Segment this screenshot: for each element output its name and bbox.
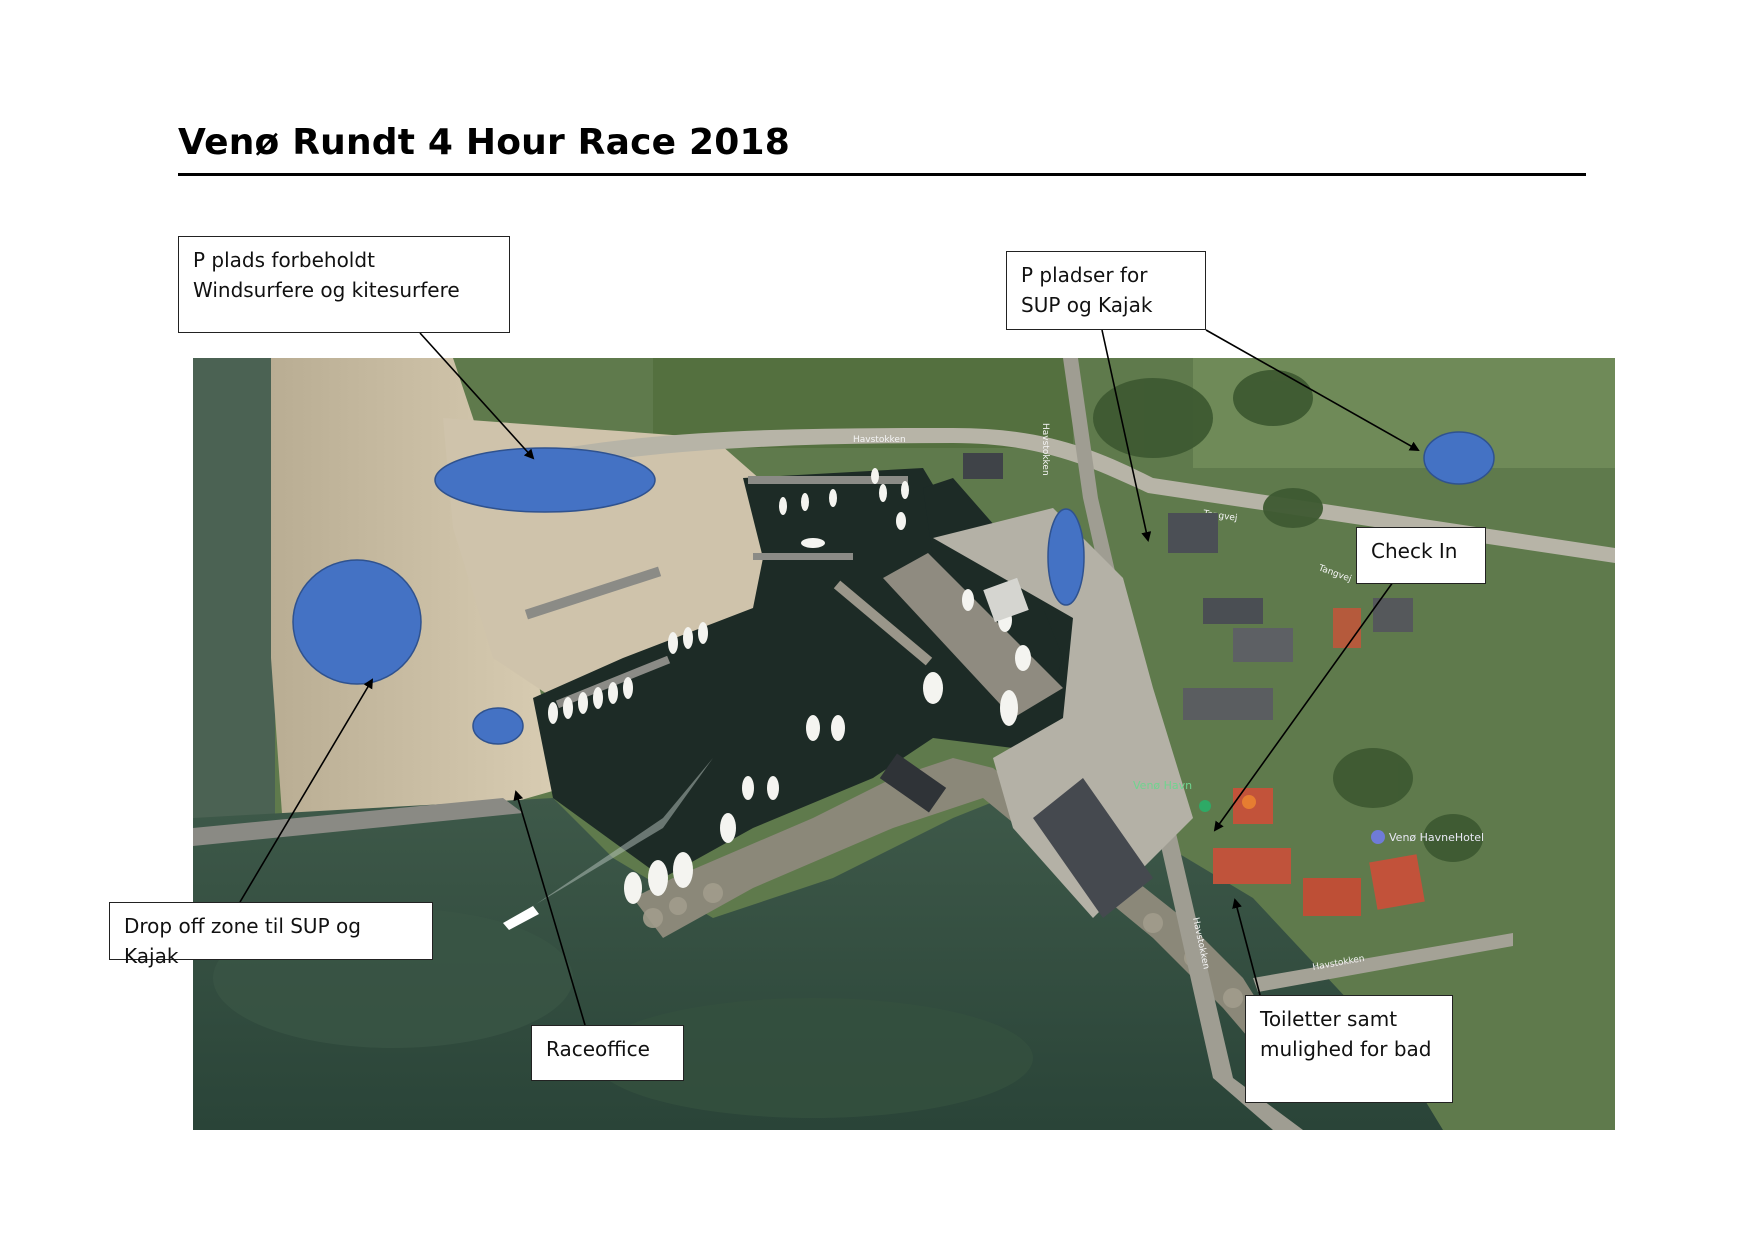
callout-raceoffice-text: Raceoffice	[546, 1037, 650, 1061]
callout-dropoff: Drop off zone til SUP og Kajak	[109, 902, 433, 968]
pier	[524, 566, 662, 620]
harbour-yard	[933, 508, 1193, 918]
marker-beach-zone[interactable]	[292, 559, 422, 685]
callout-check-in-text: Check In	[1371, 539, 1458, 563]
callout-windsurf-text: P plads forbeholdt Windsurfere og kitesu…	[193, 248, 460, 302]
pier	[753, 553, 853, 560]
hotel-poi-icon	[1371, 830, 1385, 844]
annotation-markers	[292, 431, 1495, 745]
callout-toilets: Toiletter samt mulighed for bad	[1245, 995, 1453, 1103]
poi-orange-icon	[1242, 795, 1256, 809]
callout-dropoff-text: Drop off zone til SUP og Kajak	[124, 914, 361, 968]
pier	[833, 580, 933, 666]
callout-toilets-text: Toiletter samt mulighed for bad	[1260, 1007, 1432, 1061]
boats	[548, 468, 1031, 904]
sea-left	[193, 358, 275, 818]
street-label-havstokken: Havstokken	[853, 435, 906, 445]
breakwater-bottom	[633, 758, 1293, 1078]
title-rule	[178, 173, 1586, 176]
marker-sup-parking-2[interactable]	[1423, 431, 1495, 485]
callout-raceoffice: Raceoffice	[531, 1025, 684, 1081]
poi-label-hotel: Venø HavneHotel	[1389, 831, 1484, 844]
road-vertical	[1063, 358, 1303, 1130]
harbor-poi-icon	[1199, 800, 1211, 812]
callout-sup-parking: P pladser for SUP og Kajak	[1006, 251, 1206, 330]
marker-dropoff-zone[interactable]	[472, 707, 524, 745]
pier-east	[883, 553, 1063, 718]
marker-windsurf-parking[interactable]	[434, 447, 656, 513]
callout-sup-parking-text: P pladser for SUP og Kajak	[1021, 263, 1153, 317]
road-havstokken-south	[1253, 933, 1513, 992]
sea-patch	[593, 998, 1033, 1118]
page-title: Venø Rundt 4 Hour Race 2018	[178, 122, 790, 163]
pier	[748, 476, 908, 484]
callout-check-in: Check In	[1356, 527, 1486, 584]
poi-label-harbor: Venø Havn	[1133, 779, 1192, 792]
marker-sup-parking[interactable]	[1047, 508, 1085, 606]
callout-windsurf-parking: P plads forbeholdt Windsurfere og kitesu…	[178, 236, 510, 333]
street-label-havstokken-2: Havstokken	[1040, 423, 1050, 476]
harbour-basin-east	[923, 478, 1063, 688]
